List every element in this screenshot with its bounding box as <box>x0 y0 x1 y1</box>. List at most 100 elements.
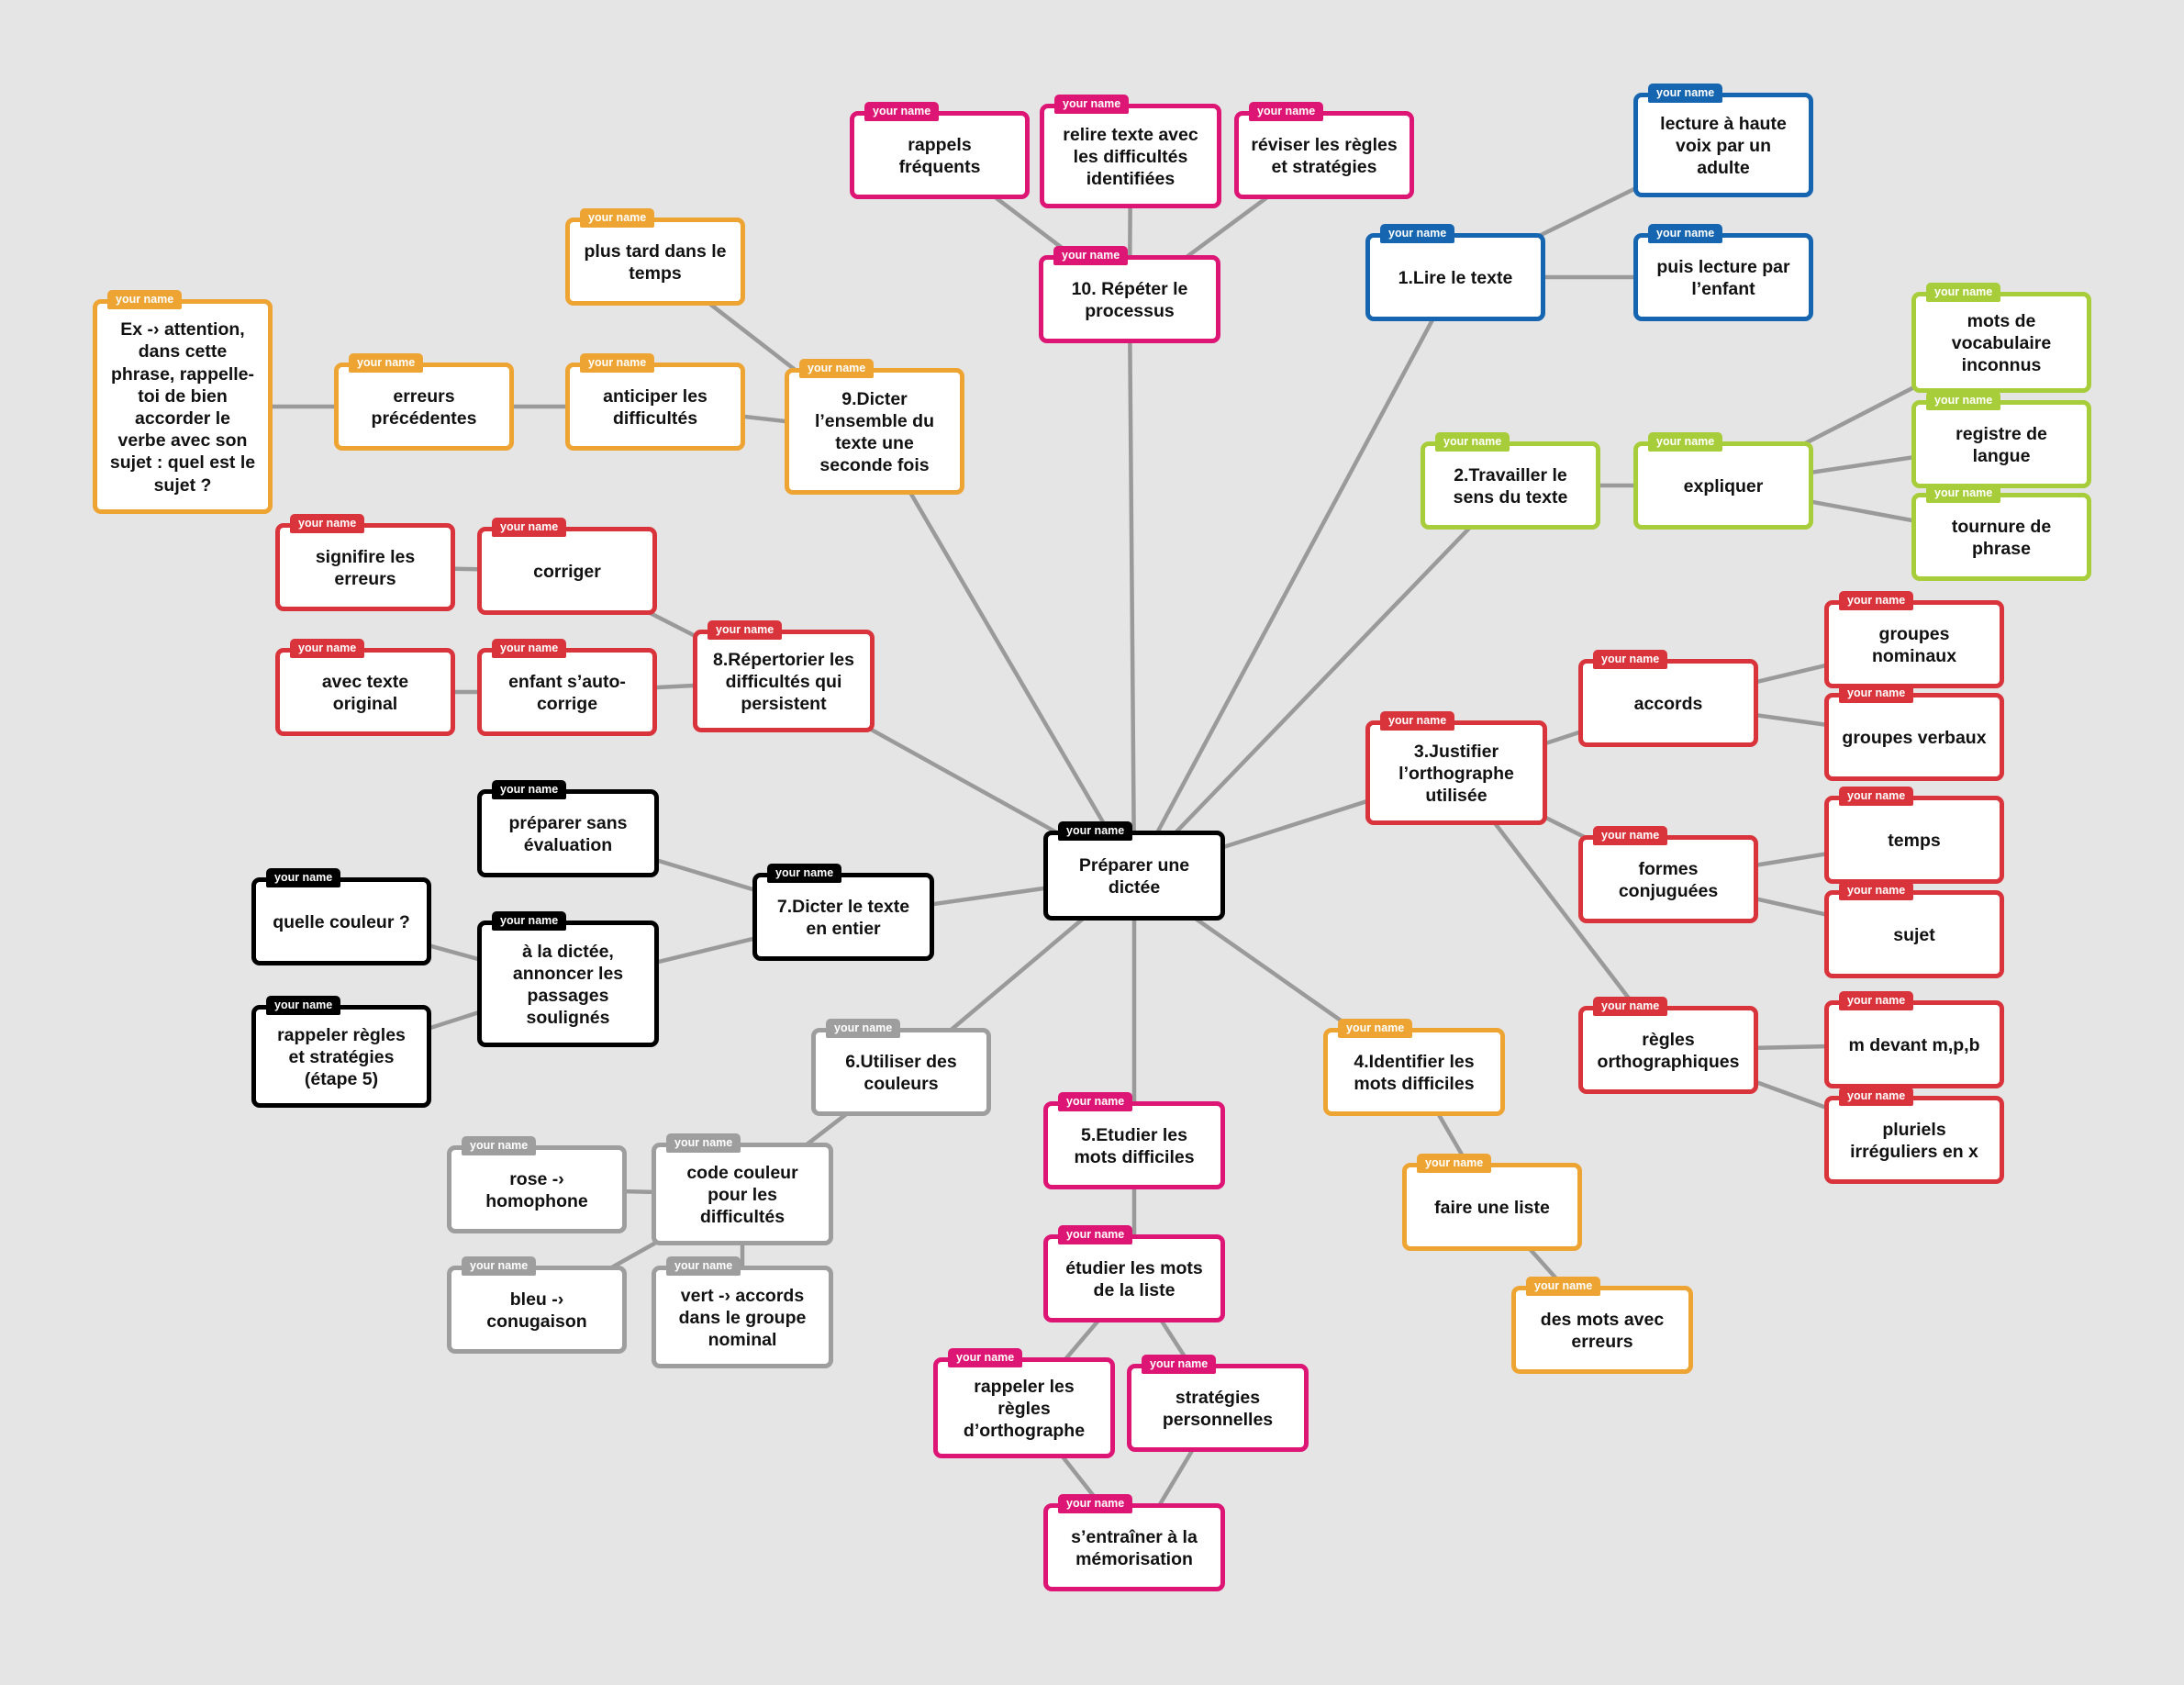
node-n2[interactable]: your name 2.Travailler le sens du texte <box>1421 432 1600 530</box>
node-author-tag: your name <box>948 1348 1023 1367</box>
node-n6a3[interactable]: your name vert -› accords dans le groupe … <box>652 1256 833 1368</box>
node-n3a[interactable]: your name accords <box>1578 650 1758 747</box>
node-author-tag: your name <box>1054 95 1130 114</box>
node-author-tag: your name <box>107 290 183 309</box>
node-label: 4.Identifier les mots difficiles <box>1354 1051 1475 1094</box>
node-label: groupes nominaux <box>1871 623 1957 666</box>
node-label: erreurs précédentes <box>371 385 477 429</box>
node-label: quelle couleur ? <box>273 911 410 932</box>
node-n6a2[interactable]: your name bleu -› conugaison <box>447 1256 627 1354</box>
node-author-tag: your name <box>1593 826 1668 845</box>
node-author-tag: your name <box>1593 650 1668 669</box>
node-n5[interactable]: your name 5.Etudier les mots difficiles <box>1043 1092 1225 1189</box>
node-author-tag: your name <box>1058 1092 1133 1111</box>
node-author-tag: your name <box>666 1256 741 1276</box>
node-label: expliquer <box>1683 475 1764 497</box>
node-label: 1.Lire le texte <box>1398 267 1513 288</box>
node-author-tag: your name <box>462 1256 537 1276</box>
node-author-tag: your name <box>666 1133 741 1153</box>
node-label: 5.Etudier les mots difficiles <box>1074 1124 1195 1167</box>
link-center-n2 <box>1131 483 1513 878</box>
node-label: rappeler règles et stratégies (étape 5) <box>277 1024 406 1090</box>
node-label: Ex -› attention, dans cette phrase, rapp… <box>109 319 256 496</box>
node-label: bleu -› conugaison <box>486 1289 587 1332</box>
node-author-tag: your name <box>1648 84 1723 103</box>
node-author-tag: your name <box>864 102 940 121</box>
node-author-tag: your name <box>1839 991 1914 1010</box>
node-author-tag: your name <box>1435 432 1510 452</box>
node-label: 9.Dicter l’ensemble du texte une seconde… <box>814 388 935 476</box>
node-author-tag: your name <box>767 864 842 883</box>
link-center-n1 <box>1131 274 1458 878</box>
node-n7[interactable]: your name 7.Dicter le texte en entier <box>752 864 934 961</box>
node-label: corriger <box>533 561 601 582</box>
node-n3a2[interactable]: your name groupes verbaux <box>1824 684 2004 781</box>
node-label: 2.Travailler le sens du texte <box>1453 464 1568 508</box>
node-author-tag: your name <box>1926 283 2001 302</box>
node-n1[interactable]: your name 1.Lire le texte <box>1365 224 1545 321</box>
node-label: mots de vocabulaire inconnus <box>1951 310 2052 376</box>
node-label: relire texte avec les difficultés identi… <box>1063 124 1198 190</box>
node-n2a1[interactable]: your name mots de vocabulaire inconnus <box>1911 283 2091 393</box>
node-label: vert -› accords dans le groupe nominal <box>678 1285 807 1351</box>
node-author-tag: your name <box>1380 224 1455 243</box>
node-label: temps <box>1888 830 1941 851</box>
node-label: groupes verbaux <box>1842 727 1987 748</box>
node-label: sujet <box>1893 924 1935 945</box>
node-label: signifire les erreurs <box>315 546 416 589</box>
node-label: préparer sans évaluation <box>508 812 628 855</box>
node-label: 7.Dicter le texte en entier <box>776 896 910 939</box>
node-author-tag: your name <box>492 639 567 658</box>
node-author-tag: your name <box>1058 821 1133 841</box>
node-n10b[interactable]: your name relire texte avec les difficult… <box>1040 95 1221 208</box>
node-author-tag: your name <box>1839 684 1914 703</box>
node-author-tag: your name <box>580 208 655 228</box>
node-n9b2[interactable]: your name Ex -› attention, dans cette phr… <box>93 290 273 514</box>
node-author-tag: your name <box>1648 224 1723 243</box>
node-label: 8.Répertorier les difficultés qui persis… <box>713 649 854 715</box>
node-label: à la dictée, annoncer les passages souli… <box>512 941 624 1029</box>
node-label: accords <box>1633 693 1703 714</box>
